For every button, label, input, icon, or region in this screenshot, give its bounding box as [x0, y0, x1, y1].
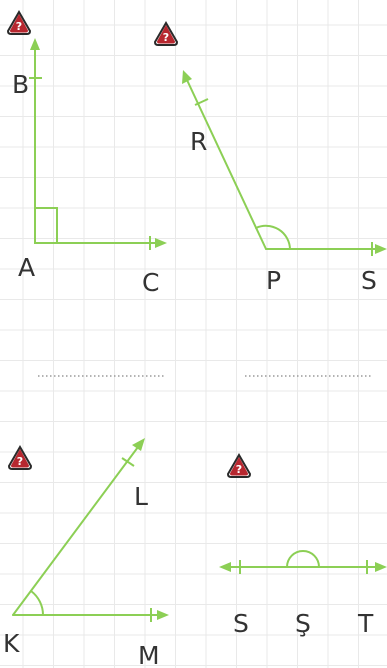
ray-kl: [12, 446, 139, 616]
point-label-m: M: [138, 641, 160, 668]
question-badge-icon: ?: [7, 11, 31, 35]
right-angle-marker: [34, 207, 58, 244]
point-label-l: L: [134, 482, 148, 511]
arrowhead-b: [30, 38, 40, 50]
point-label-k: K: [3, 629, 20, 658]
point-label-s-left: S: [233, 609, 249, 638]
arrowhead-r: [182, 70, 192, 84]
angle-arc-s-cedilla: [286, 550, 320, 568]
question-badge-icon: ?: [227, 454, 251, 478]
angle-sst: ? S Ş T: [219, 454, 387, 638]
svg-text:?: ?: [16, 20, 22, 33]
point-label-s: S: [361, 266, 377, 295]
svg-text:?: ?: [163, 31, 169, 44]
arrowhead-s: [375, 244, 387, 254]
question-badge-icon: ?: [154, 22, 178, 46]
arrowhead-l: [132, 438, 145, 451]
point-label-r: R: [190, 127, 207, 156]
angle-arc-p: [255, 224, 291, 250]
point-label-c: C: [142, 268, 159, 297]
question-badge-icon: ?: [8, 446, 32, 470]
arrowhead-s-left: [219, 562, 231, 572]
point-label-t: T: [357, 609, 374, 638]
svg-text:?: ?: [17, 455, 23, 468]
arrowhead-t: [375, 562, 387, 572]
tick-r: [194, 98, 209, 106]
angle-lkm: ? L K M: [3, 438, 169, 668]
angle-rps: ? R P S: [154, 22, 387, 295]
arrowhead-c: [155, 238, 167, 248]
point-label-a: A: [18, 253, 35, 282]
angle-arc-k: [30, 590, 44, 616]
tick-l: [121, 457, 135, 467]
angle-bac: ? B A C: [7, 11, 167, 297]
point-label-s-cedilla: Ş: [295, 609, 311, 638]
ray-pr: [186, 79, 267, 250]
point-label-b: B: [12, 70, 29, 99]
point-label-p: P: [266, 266, 281, 295]
arrowhead-m: [157, 610, 169, 620]
svg-text:?: ?: [236, 463, 242, 476]
